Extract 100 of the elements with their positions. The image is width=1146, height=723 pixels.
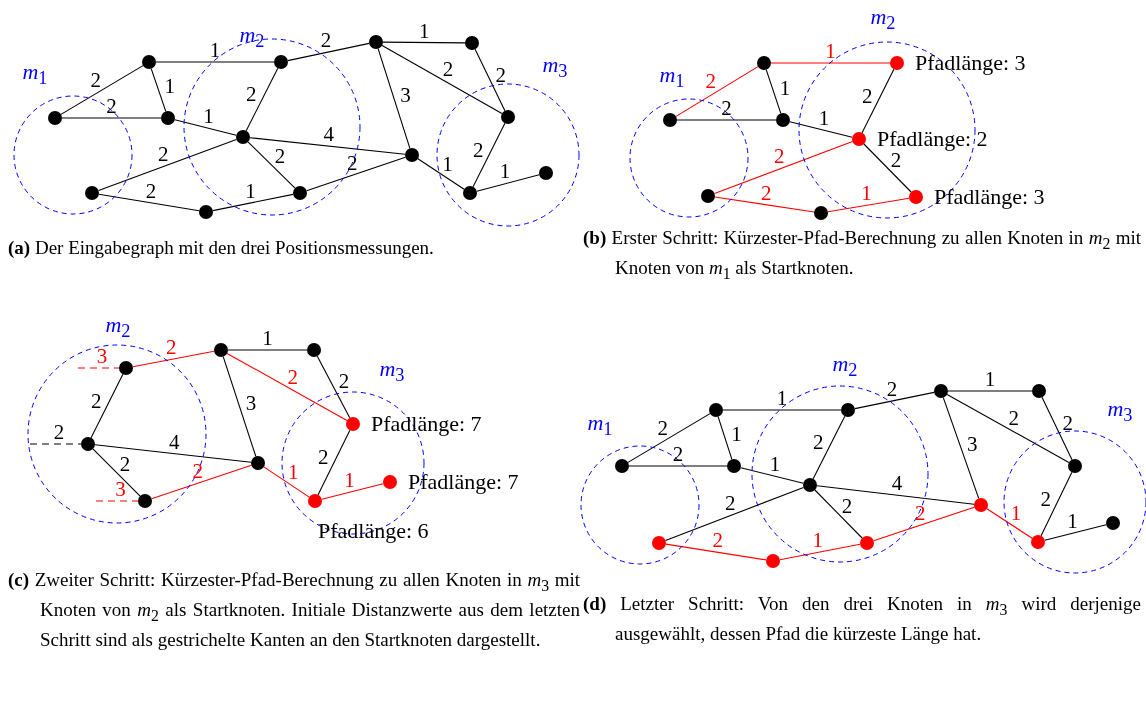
region-label: m$_{1}$ [659,62,685,94]
edge-line [713,140,854,195]
edge-label: 1 [164,75,176,97]
edge-label: 2 [145,180,157,202]
edge-line [1041,396,1073,461]
edge-label: 2 [90,69,102,91]
edge-label: 1 [1067,510,1078,532]
edge-line [90,373,124,439]
edge-label: 2 [841,495,853,517]
edge-line [95,500,139,502]
edge-label: 2 [246,83,257,105]
edge-label: 2 [890,149,902,171]
vertex-dot [501,110,515,124]
vertex-dot [214,343,228,357]
vertex-dot [161,111,175,125]
edge-label: 1 [499,160,511,182]
path-length-label: Pfadlänge: 3 [934,185,1045,209]
vertex-dot [81,437,95,451]
vertex-dot [615,459,629,473]
vertex-dot [539,166,553,180]
edge-line [812,415,846,480]
edge-label: 2 [158,143,169,165]
edge-line [381,44,503,115]
edge-label: 2 [774,145,785,167]
edge-label: 3 [400,84,411,106]
edge-label: 4 [169,431,180,453]
edge-label: 2 [119,453,131,475]
edge-label: 2 [192,460,203,482]
edge-line [222,356,257,457]
vertex-dot [383,475,397,489]
region-label: m$_{2}$ [105,312,131,344]
vertex-dot [142,55,156,69]
vertex-dot [663,113,677,127]
edge-label: 2 [705,70,716,92]
path-length-label: Pfadlänge: 2 [877,127,988,151]
edge-label: 1 [818,107,830,129]
vertex-dot [1106,516,1120,530]
edge-label: 2 [473,139,484,161]
edge-line [212,193,294,212]
edge-line [474,48,506,112]
edge-label: 2 [91,390,102,412]
edge-line [627,413,711,463]
edge-line [827,197,910,213]
edge-line [151,464,252,500]
edge-label: 1 [984,368,996,390]
region-label: m$_{2}$ [832,351,858,383]
edge-line [854,391,935,410]
vertex-dot [841,403,855,417]
edge-label: 2 [862,85,873,107]
edge-line [816,485,975,505]
edge-label: 2 [672,443,684,465]
edge-label: 3 [967,433,978,455]
edge-line [946,393,1070,464]
edge-label: 2 [338,370,350,392]
edge-line [1040,471,1073,537]
edge-label: 2 [166,336,177,358]
region-label: m$_{1}$ [587,410,613,442]
edge-label: 2 [495,64,507,86]
edge-line [863,143,912,193]
edge-label: 2 [442,58,454,80]
edge-line [382,41,466,44]
edge-line [226,352,348,422]
vertex-dot [1032,384,1046,398]
edge-label: 1 [287,461,299,483]
edge-label: 1 [442,153,453,175]
edge-line [714,196,815,213]
vertex-dot [199,205,213,219]
edge-label: 1 [861,182,872,204]
edge-line [779,543,861,561]
vertex-dot [852,132,866,146]
edge-line [61,117,162,119]
vertex-dot [236,130,250,144]
edge-label: 1 [769,453,781,475]
edge-line [98,138,237,192]
edge-line [814,489,863,539]
edge-line [245,67,279,132]
edge-label: 2 [761,182,772,204]
edge-label: 1 [776,387,788,409]
edge-label: 1 [203,105,214,127]
edge-label: 2 [712,529,724,551]
vertex-dot [463,186,477,200]
edge-label: 2 [724,492,736,514]
edge-label: 2 [1040,488,1051,510]
edge-line [417,158,465,190]
region-label: m$_{3}$ [542,52,568,84]
vertex-dot [346,417,360,431]
edge-label: 2 [657,417,669,439]
vertex-dot [934,384,948,398]
path-length-label: Pfadlänge: 6 [318,519,429,543]
edge-label: 3 [245,392,257,414]
edge-line [665,543,767,561]
edge-label: 4 [323,123,334,145]
edge-label: 3 [115,478,126,500]
vertex-dot [293,186,307,200]
edge-label: 2 [813,431,824,453]
edge-line [377,48,411,149]
edge-line [986,508,1033,539]
edge-line [306,156,406,192]
region-label: m$_{2}$ [239,22,265,54]
vertex-dot [251,456,265,470]
